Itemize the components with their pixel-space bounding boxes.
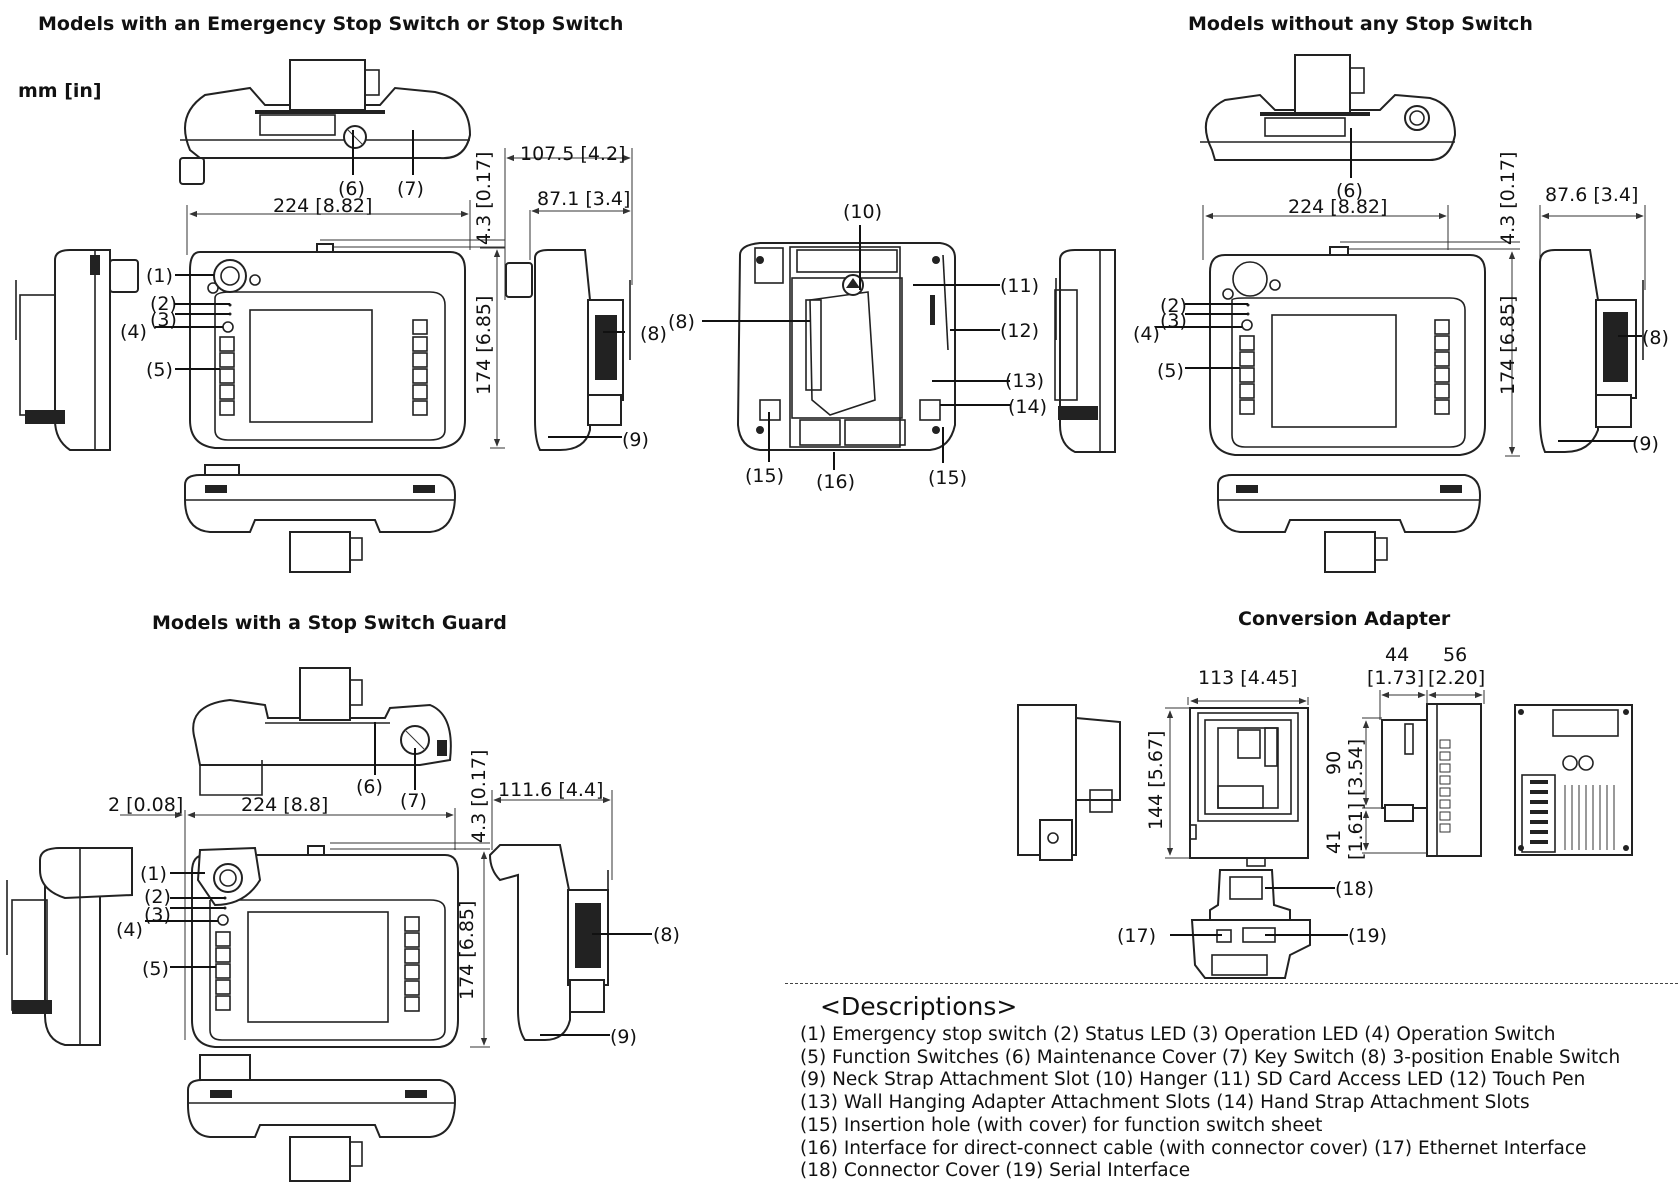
adapter-side-view <box>1017 704 1121 861</box>
nostop-dim-width: 224 [8.82] <box>1288 196 1387 218</box>
nostop-front-view <box>1209 246 1486 456</box>
section-title-estop: Models with an Emergency Stop Switch or … <box>38 13 624 35</box>
estop-left-side-view <box>15 249 139 451</box>
description-line: (18) Connector Cover (19) Serial Interfa… <box>800 1160 1191 1182</box>
description-line: (16) Interface for direct-connect cable … <box>800 1137 1587 1159</box>
adapter-profile-view <box>1381 703 1482 857</box>
section-title-adapter: Conversion Adapter <box>1238 608 1451 630</box>
nostop-callout-5: (5) <box>1157 360 1184 382</box>
adapter-front-view <box>1189 707 1309 867</box>
estop-callout-7: (7) <box>397 178 424 200</box>
description-line: (5) Function Switches (6) Maintenance Co… <box>800 1046 1621 1068</box>
nostop-dim-depth: 87.6 [3.4] <box>1545 184 1638 206</box>
nostop-dim-top-offset: 4.3 [0.17] <box>1497 152 1519 245</box>
guard-dim-height: 174 [6.85] <box>456 901 478 1000</box>
nostop-dim-height: 174 [6.85] <box>1497 296 1519 395</box>
nostop-callout-2: (2) <box>1160 295 1187 317</box>
adapter-dim-height: 144 [5.67] <box>1145 731 1167 830</box>
estop-dim-depth-total: 107.5 [4.2] <box>520 143 625 165</box>
descriptions-panel: <Descriptions> (1) Emergency stop switch… <box>800 992 1620 1183</box>
estop-callout-6: (6) <box>338 178 365 200</box>
guard-callout-8: (8) <box>653 924 680 946</box>
guard-right-side-view <box>488 790 613 1041</box>
nostop-callout-3: (3) <box>1160 310 1187 332</box>
estop-dim-width: 224 [8.82] <box>273 195 372 217</box>
rear-callout-15-right: (15) <box>928 467 967 489</box>
adapter-rear-view <box>1514 704 1633 856</box>
estop-right-side-view <box>504 148 633 451</box>
description-line: (9) Neck Strap Attachment Slot (10) Hang… <box>800 1069 1586 1091</box>
nostop-callout-4: (4) <box>1133 323 1160 345</box>
guard-callout-2: (2) <box>144 886 171 908</box>
adapter-dim-depth-a: 44 <box>1385 644 1409 666</box>
adapter-dim-depth-b-in: [2.20] <box>1428 667 1485 689</box>
guard-callout-3: (3) <box>144 904 171 926</box>
rear-callout-8: (8) <box>668 311 695 333</box>
estop-dim-height: 174 [6.85] <box>473 296 495 395</box>
estop-callout-8: (8) <box>640 323 667 345</box>
nostop-right-side-view <box>1539 205 1646 453</box>
adapter-callout-18: (18) <box>1335 878 1374 900</box>
section-title-guard: Models with a Stop Switch Guard <box>152 612 507 634</box>
rear-callout-12: (12) <box>1000 320 1039 342</box>
guard-bottom-view <box>187 1054 457 1182</box>
rear-callout-10: (10) <box>843 201 882 223</box>
adapter-dim-lower-h: 41 <box>1323 830 1345 854</box>
guard-top-view <box>192 667 452 796</box>
adapter-callout-19: (19) <box>1348 925 1387 947</box>
guard-callout-7: (7) <box>400 790 427 812</box>
estop-dim-top-offset: 4.3 [0.17] <box>473 152 495 245</box>
description-line: (1) Emergency stop switch (2) Status LED… <box>800 1024 1556 1045</box>
nostop-left-side-view <box>1054 249 1116 453</box>
rear-callout-16: (16) <box>816 471 855 493</box>
guard-dim-width: 224 [8.8] <box>241 794 328 816</box>
guard-dim-depth: 111.6 [4.4] <box>498 779 603 801</box>
description-line: (13) Wall Hanging Adapter Attachment Slo… <box>800 1092 1530 1114</box>
rear-view <box>736 242 956 451</box>
estop-callout-4: (4) <box>120 321 147 343</box>
guard-callout-5: (5) <box>142 958 169 980</box>
units-label: mm [in] <box>18 80 102 102</box>
estop-front-view <box>189 243 466 449</box>
nostop-bottom-view <box>1217 474 1482 573</box>
descriptions-heading: <Descriptions> <box>820 992 1018 1021</box>
estop-callout-5: (5) <box>146 359 173 381</box>
rear-callout-15-left: (15) <box>745 465 784 487</box>
estop-callout-9: (9) <box>622 429 649 451</box>
descriptions-divider <box>785 983 1678 984</box>
estop-callout-3: (3) <box>150 309 177 331</box>
guard-front-view <box>191 845 459 1048</box>
adapter-dim-upper-h-in: [3.54] <box>1345 739 1367 796</box>
adapter-dim-upper-h: 90 <box>1323 751 1345 775</box>
guard-dim-offset: 2 [0.08] <box>108 794 183 816</box>
guard-dim-top-offset: 4.3 [0.17] <box>468 750 490 843</box>
adapter-dim-depth-b: 56 <box>1443 644 1467 666</box>
guard-callout-4: (4) <box>116 919 143 941</box>
guard-callout-6: (6) <box>356 776 383 798</box>
estop-dim-depth-body: 87.1 [3.4] <box>537 188 630 210</box>
estop-bottom-view <box>184 464 457 573</box>
adapter-callout-17: (17) <box>1117 925 1156 947</box>
adapter-dim-depth-a-in: [1.73] <box>1367 667 1424 689</box>
description-line: (15) Insertion hole (with cover) for fun… <box>800 1114 1323 1136</box>
nostop-callout-8: (8) <box>1642 327 1669 349</box>
nostop-callout-6: (6) <box>1336 180 1363 202</box>
nostop-top-view <box>1200 54 1457 161</box>
estop-callout-2: (2) <box>150 293 177 315</box>
nostop-callout-9: (9) <box>1632 433 1659 455</box>
adapter-dim-lower-h-in: [1.61] <box>1345 803 1367 860</box>
guard-left-side-view <box>6 847 133 1046</box>
guard-callout-1: (1) <box>140 863 167 885</box>
adapter-dim-width: 113 [4.45] <box>1198 667 1297 689</box>
rear-callout-11: (11) <box>1000 275 1039 297</box>
adapter-connector-view <box>1190 869 1311 979</box>
rear-callout-13: (13) <box>1005 370 1044 392</box>
section-title-nostop: Models without any Stop Switch <box>1188 13 1533 35</box>
guard-callout-9: (9) <box>610 1026 637 1048</box>
rear-callout-14: (14) <box>1008 396 1047 418</box>
estop-callout-1: (1) <box>146 265 173 287</box>
estop-top-view <box>179 59 472 185</box>
